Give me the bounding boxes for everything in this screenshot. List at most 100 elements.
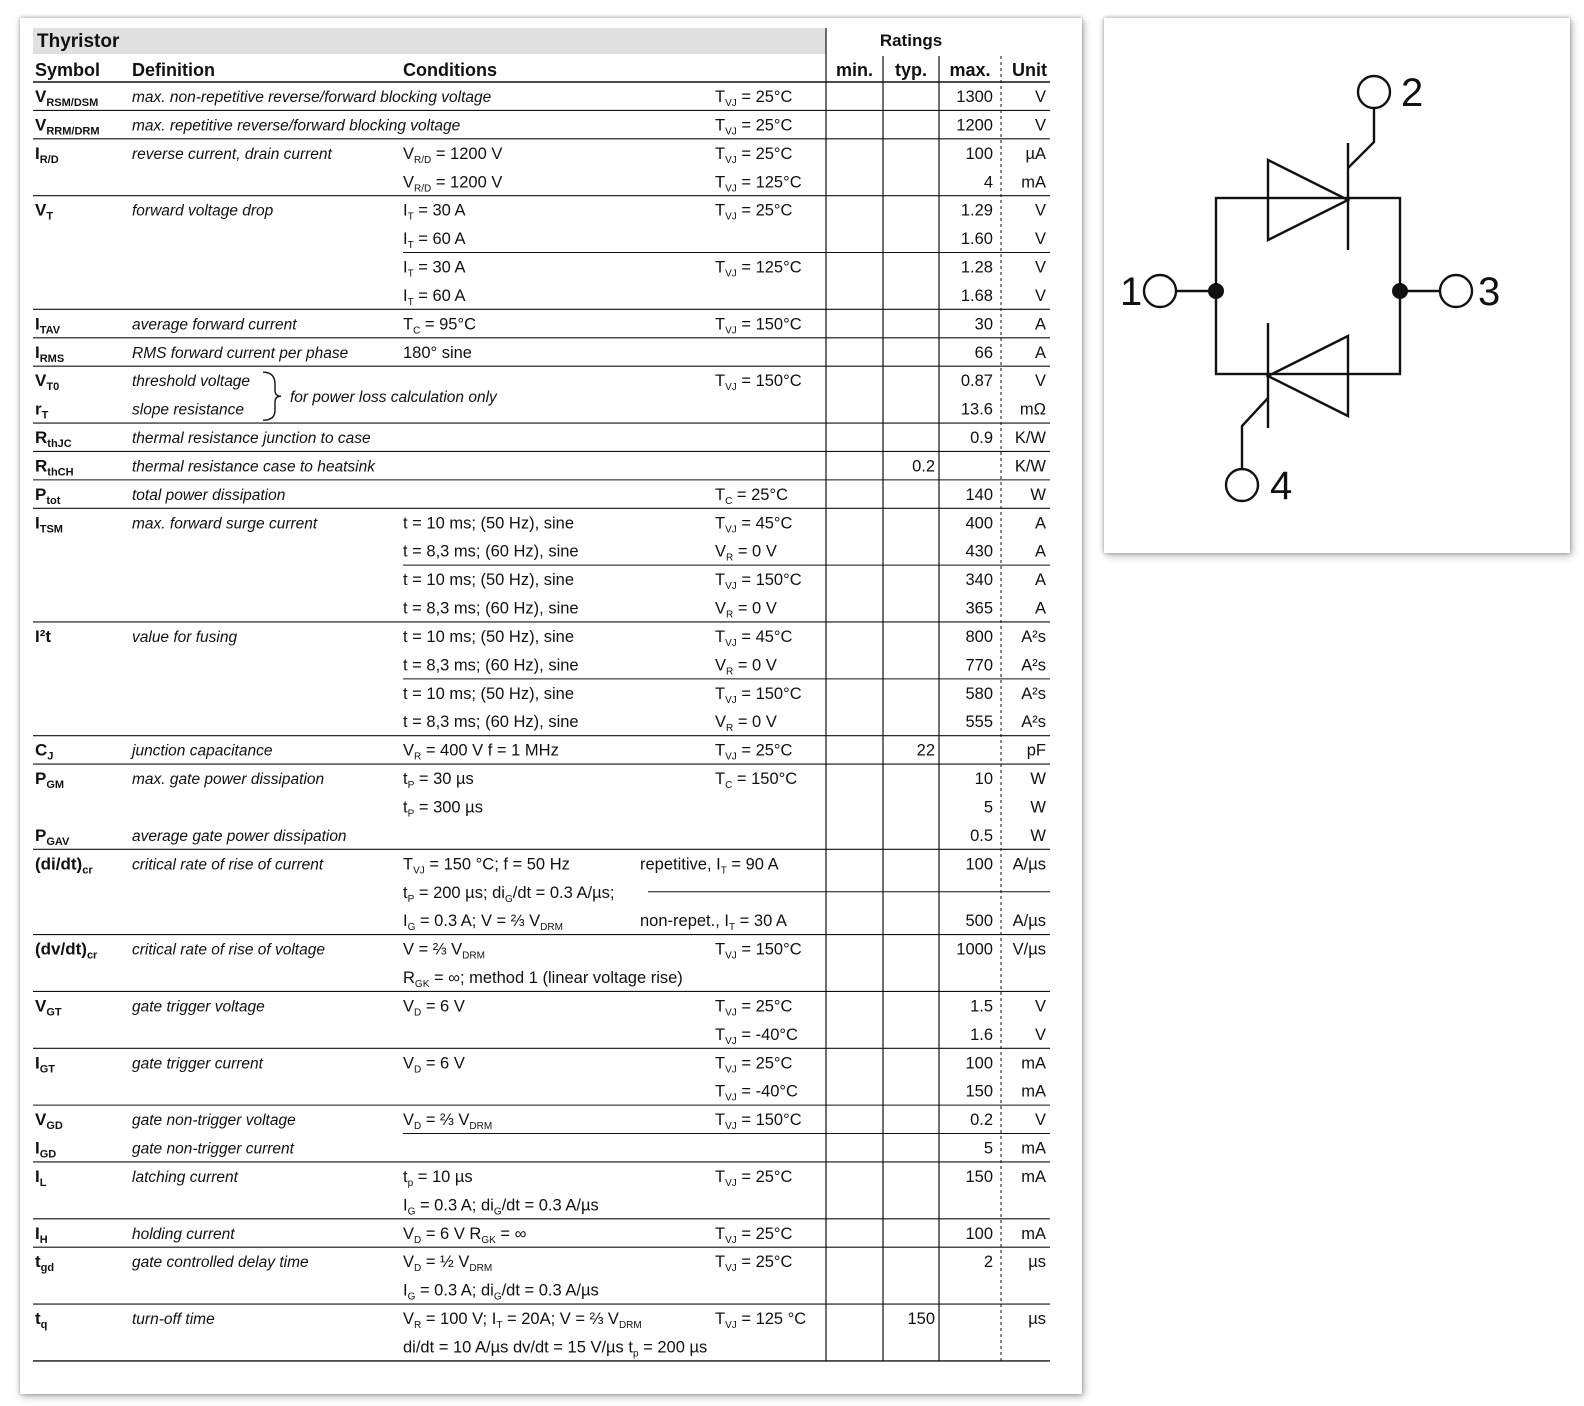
row-symbol: VGD [35, 1110, 63, 1132]
row-symbol: CJ [35, 741, 53, 763]
brace-note: for power loss calculation only [290, 389, 498, 406]
row-max-value: 66 [975, 344, 993, 362]
upper-thyristor-triangle [1266, 158, 1351, 242]
row-temperature: TVJ = 25°C [715, 742, 793, 763]
row-condition: t = 8,3 ms; (60 Hz), sine [403, 543, 579, 561]
row-symbol: IRMS [35, 343, 64, 365]
row-symbol: (dv/dt)cr [35, 940, 98, 962]
row-unit: mA [1021, 1168, 1046, 1186]
col-header-max: max. [949, 60, 990, 80]
row-symbol: IH [35, 1224, 48, 1246]
row-definition: gate trigger voltage [132, 998, 265, 1015]
row-condition: IT = 60 A [403, 287, 466, 308]
row-condition: RGK = ∞; method 1 (linear voltage rise) [403, 969, 683, 990]
row-unit: pF [1027, 742, 1046, 760]
row-condition: VR/D = 1200 V [403, 145, 502, 166]
row-unit: V [1035, 1026, 1046, 1044]
ratings-label: Ratings [880, 31, 942, 50]
row-definition: max. repetitive reverse/forward blocking… [132, 117, 461, 134]
row-unit: A [1035, 600, 1046, 618]
lower-thyristor-triangle [1265, 334, 1350, 418]
bridge-wires [1214, 196, 1402, 376]
row-max-value: 1.5 [970, 997, 993, 1015]
row-definition: total power dissipation [132, 487, 285, 504]
row-max-value: 150 [965, 1168, 993, 1186]
col-header-min: min. [836, 60, 873, 80]
row-temperature: TVJ = 125°C [715, 259, 802, 280]
row-max-value: 100 [965, 1054, 993, 1072]
row-definition: max. gate power dissipation [132, 771, 324, 788]
row-unit: µs [1028, 1253, 1046, 1271]
row-condition-extra: repetitive, IT = 90 A [640, 855, 779, 876]
row-definition: max. non-repetitive reverse/forward bloc… [132, 89, 492, 106]
row-temperature: VR = 0 V [715, 543, 777, 564]
row-max-value: 800 [965, 628, 993, 646]
row-definition: holding current [132, 1226, 235, 1243]
row-unit: A [1035, 315, 1046, 333]
row-temperature: TVJ = 25°C [715, 116, 793, 137]
row-temperature: TVJ = 45°C [715, 514, 793, 535]
row-max-value: 1.68 [961, 287, 993, 305]
row-max-value: 340 [965, 571, 993, 589]
row-unit: A²s [1021, 685, 1046, 703]
row-condition: TVJ = 150 °C; f = 50 Hz [403, 855, 570, 876]
row-unit: A/µs [1013, 855, 1046, 873]
row-unit: V [1035, 997, 1046, 1015]
row-temperature: TVJ = 25°C [715, 1168, 793, 1189]
row-condition: t = 8,3 ms; (60 Hz), sine [403, 600, 579, 618]
row-temperature: TVJ = 150°C [715, 1111, 802, 1132]
curly-brace [262, 371, 282, 421]
row-temperature: TVJ = 25°C [715, 1054, 793, 1075]
row-symbol: IGT [35, 1053, 55, 1075]
row-unit: W [1030, 799, 1046, 817]
row-condition: di/dt = 10 A/µs dv/dt = 15 V/µs tp = 200… [403, 1338, 707, 1359]
row-symbol: Ptot [35, 485, 61, 507]
row-max-value: 1.6 [970, 1026, 993, 1044]
row-definition: gate non-trigger current [132, 1141, 295, 1158]
row-unit: V [1035, 1111, 1046, 1129]
col-header-symbol: Symbol [35, 60, 100, 80]
row-max-value: 10 [975, 770, 993, 788]
col-header-definition: Definition [132, 60, 215, 80]
row-max-value: 1300 [956, 88, 993, 106]
row-symbol: (di/dt)cr [35, 854, 93, 876]
row-symbol: VRRM/DRM [35, 115, 100, 137]
row-unit: A [1035, 571, 1046, 589]
row-unit: A [1035, 514, 1046, 532]
row-max-value: 1.28 [961, 259, 993, 277]
row-symbol: VRSM/DSM [35, 87, 98, 109]
row-definition: threshold voltage [132, 373, 250, 390]
row-max-value: 5 [984, 799, 993, 817]
row-temperature: TVJ = 25°C [715, 1253, 793, 1274]
row-unit: mΩ [1020, 401, 1046, 419]
row-definition: reverse current, drain current [132, 146, 333, 163]
row-unit: V [1035, 88, 1046, 106]
row-definition: RMS forward current per phase [132, 345, 349, 362]
row-max-value: 430 [965, 543, 993, 561]
row-definition: average forward current [132, 316, 297, 333]
row-temperature: TVJ = 125 °C [715, 1310, 806, 1331]
row-max-value: 555 [965, 713, 993, 731]
terminal-1-label: 1 [1120, 270, 1142, 314]
row-condition: IT = 30 A [403, 259, 466, 280]
row-max-value: 13.6 [961, 401, 993, 419]
row-max-value: 400 [965, 514, 993, 532]
terminal-2-circle [1356, 74, 1392, 110]
row-condition: IG = 0.3 A; diG/dt = 0.3 A/µs [403, 1282, 599, 1303]
terminal-1-circle [1142, 273, 1178, 309]
row-temperature: VR = 0 V [715, 600, 777, 621]
row-unit: K/W [1015, 429, 1047, 447]
row-unit: W [1030, 770, 1046, 788]
row-condition: tP = 30 µs [403, 770, 474, 791]
row-condition: tp = 10 µs [403, 1168, 473, 1189]
row-unit: A/µs [1013, 912, 1046, 930]
row-temperature: TVJ = 150°C [715, 315, 802, 336]
row-symbol: PGM [35, 769, 64, 791]
row-definition: gate controlled delay time [132, 1254, 309, 1271]
row-max-value: 100 [965, 145, 993, 163]
row-definition: max. forward surge current [132, 515, 318, 532]
row-unit: W [1030, 486, 1046, 504]
row-max-value: 0.2 [970, 1111, 993, 1129]
